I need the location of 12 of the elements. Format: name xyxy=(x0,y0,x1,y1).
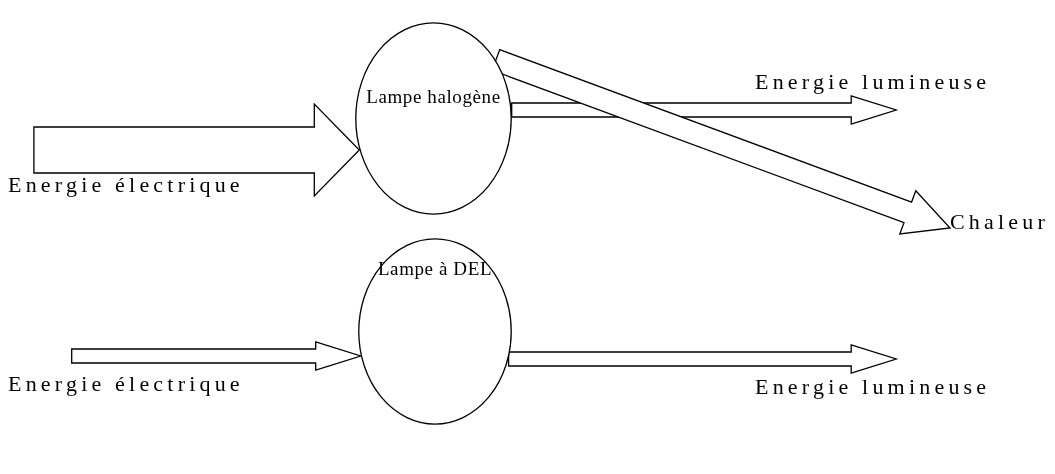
energy-label: Energie électrique xyxy=(8,372,244,396)
lamp-label: Lampe halogène xyxy=(366,86,501,108)
energy-label: Energie lumineuse xyxy=(755,375,991,399)
lamp-ellipse xyxy=(355,22,512,215)
energy-label: Chaleur xyxy=(950,210,1050,234)
block-arrow xyxy=(507,344,899,374)
block-arrow xyxy=(33,102,361,198)
energy-label: Energie électrique xyxy=(8,173,244,197)
block-arrow xyxy=(71,341,363,371)
lamp-label: Lampe à DEL xyxy=(377,258,493,280)
energy-label: Energie lumineuse xyxy=(755,70,991,94)
lamp-ellipse xyxy=(358,238,512,425)
